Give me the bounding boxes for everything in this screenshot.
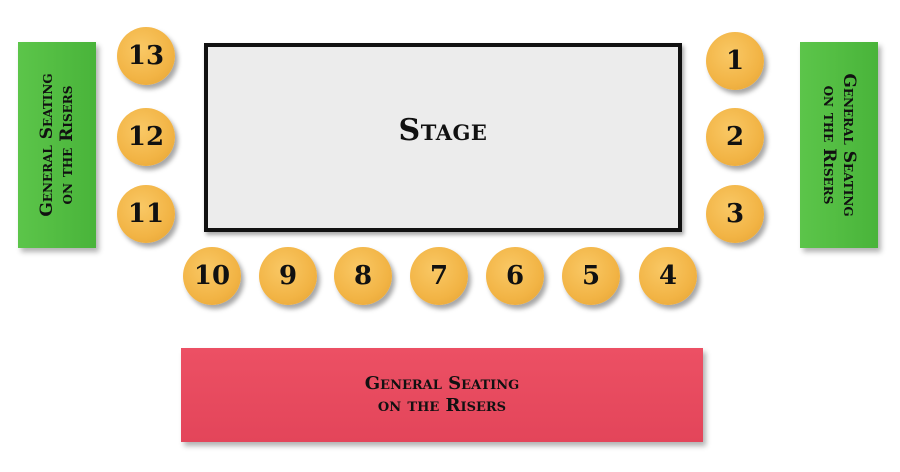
- table-8[interactable]: 8: [334, 247, 392, 305]
- table-7[interactable]: 7: [410, 247, 468, 305]
- table-8-number: 8: [353, 261, 373, 291]
- right-riser-label: General Seating on the Risers: [819, 45, 859, 245]
- table-4[interactable]: 4: [639, 247, 697, 305]
- stage-label: Stage: [398, 113, 488, 148]
- right-riser-seating[interactable]: General Seating on the Risers: [800, 42, 878, 248]
- table-6-number: 6: [505, 261, 525, 291]
- table-12-number: 12: [127, 122, 165, 152]
- left-riser-seating[interactable]: General Seating on the Risers: [18, 42, 96, 248]
- table-7-number: 7: [429, 261, 449, 291]
- table-1[interactable]: 1: [706, 32, 764, 90]
- table-3[interactable]: 3: [706, 185, 764, 243]
- right-riser-label-line2: on the Risers: [819, 85, 839, 205]
- bottom-riser-label-line1: General Seating: [364, 373, 520, 394]
- table-9[interactable]: 9: [259, 247, 317, 305]
- table-5-number: 5: [581, 261, 601, 291]
- table-1-number: 1: [725, 46, 745, 76]
- bottom-riser-label-line2: on the Risers: [377, 395, 507, 416]
- left-riser-label-line2: on the Risers: [57, 85, 77, 205]
- table-12[interactable]: 12: [117, 108, 175, 166]
- table-9-number: 9: [278, 261, 298, 291]
- bottom-riser-seating[interactable]: General Seating on the Risers: [181, 348, 703, 442]
- table-5[interactable]: 5: [562, 247, 620, 305]
- stage[interactable]: Stage: [204, 43, 682, 232]
- table-4-number: 4: [658, 261, 678, 291]
- table-2[interactable]: 2: [706, 108, 764, 166]
- table-10[interactable]: 10: [183, 247, 241, 305]
- table-11-number: 11: [127, 199, 165, 229]
- right-riser-label-line1: General Seating: [839, 73, 859, 217]
- table-13[interactable]: 13: [117, 27, 175, 85]
- table-6[interactable]: 6: [486, 247, 544, 305]
- left-riser-label: General Seating on the Risers: [37, 45, 77, 245]
- table-10-number: 10: [193, 261, 231, 291]
- table-2-number: 2: [725, 122, 745, 152]
- table-13-number: 13: [127, 41, 165, 71]
- table-3-number: 3: [725, 199, 745, 229]
- bottom-riser-label: General Seating on the Risers: [365, 373, 519, 417]
- table-11[interactable]: 11: [117, 185, 175, 243]
- left-riser-label-line1: General Seating: [37, 73, 57, 217]
